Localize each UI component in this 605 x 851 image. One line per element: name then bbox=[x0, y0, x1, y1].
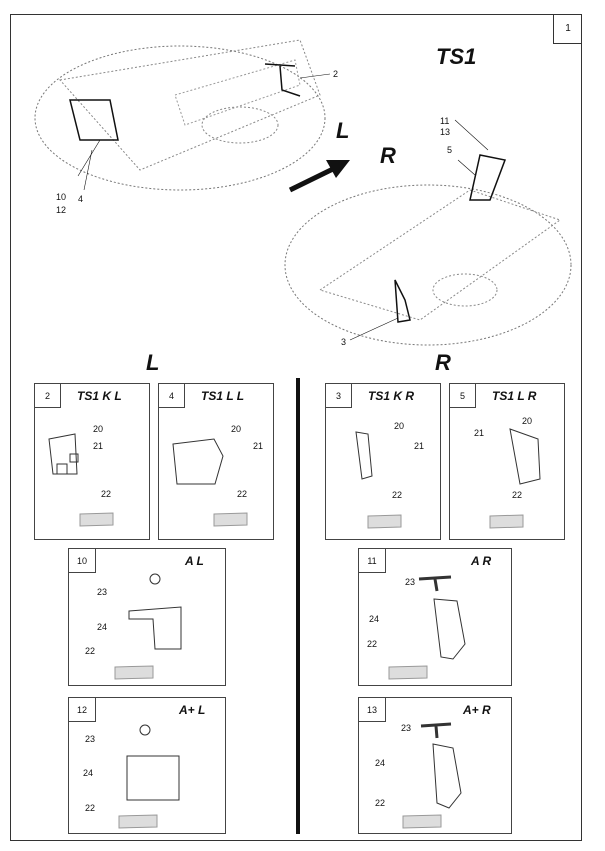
part-label: 22 bbox=[367, 639, 378, 649]
callout: 2 bbox=[333, 69, 339, 79]
callout: 10 bbox=[56, 192, 67, 202]
part-label: 24 bbox=[369, 614, 380, 624]
part-label: 22 bbox=[101, 489, 112, 499]
panel-number: 10 bbox=[69, 549, 96, 573]
callout: 12 bbox=[56, 205, 67, 215]
part-label: 21 bbox=[414, 441, 425, 451]
part-label: 22 bbox=[85, 803, 96, 813]
part-label: 22 bbox=[512, 490, 523, 500]
callout: 11 bbox=[440, 116, 450, 126]
disc-illustrations bbox=[34, 39, 572, 346]
panel-number: 4 bbox=[159, 384, 185, 408]
part-label: 22 bbox=[237, 489, 248, 499]
column-label-left: L bbox=[146, 350, 160, 375]
panel-number: 2 bbox=[35, 384, 61, 408]
page-number: 1 bbox=[553, 14, 582, 44]
column-divider bbox=[296, 378, 300, 834]
panel-title: TS1 K R bbox=[368, 389, 415, 403]
part-label: 22 bbox=[375, 798, 386, 808]
arrow-label-right: R bbox=[380, 143, 396, 168]
arrow-label-left: L bbox=[336, 118, 350, 143]
part-label: 22 bbox=[392, 490, 403, 500]
part-label: 23 bbox=[401, 723, 412, 733]
part-label: 23 bbox=[405, 577, 416, 587]
panel-3: 3 TS1 K R 20 21 22 bbox=[325, 383, 441, 540]
part-label: 20 bbox=[93, 424, 104, 434]
panel-4: 4 TS1 L L 20 21 22 bbox=[158, 383, 274, 540]
panel-number: 12 bbox=[69, 698, 96, 722]
part-label: 24 bbox=[375, 758, 386, 768]
panel-number: 11 bbox=[359, 549, 386, 573]
part-label: 20 bbox=[231, 424, 242, 434]
panel-number: 13 bbox=[359, 698, 386, 722]
panel-10: 10 A L 23 24 22 bbox=[68, 548, 226, 686]
panel-number: 3 bbox=[326, 384, 352, 408]
part-label: 21 bbox=[474, 428, 485, 438]
model-title: TS1 bbox=[436, 44, 477, 69]
panel-2: 2 TS1 K L 20 21 22 bbox=[34, 383, 150, 540]
part-label: 20 bbox=[522, 416, 533, 426]
panel-title: TS1 L L bbox=[201, 389, 245, 403]
panel-title: A R bbox=[471, 554, 492, 568]
panel-11: 11 A R 23 24 22 bbox=[358, 548, 512, 686]
panel-13: 13 A+ R 23 24 22 bbox=[358, 697, 512, 834]
callout: 4 bbox=[78, 194, 84, 204]
part-label: 24 bbox=[83, 768, 94, 778]
panel-number: 5 bbox=[450, 384, 476, 408]
panel-title: TS1 K L bbox=[77, 389, 122, 403]
part-label: 24 bbox=[97, 622, 108, 632]
panel-title: A+ R bbox=[463, 703, 491, 717]
callout: 5 bbox=[447, 145, 453, 155]
part-label: 23 bbox=[97, 587, 108, 597]
callout: 13 bbox=[440, 127, 451, 137]
part-label: 23 bbox=[85, 734, 96, 744]
callout: 3 bbox=[341, 337, 347, 347]
panel-title: A+ L bbox=[179, 703, 206, 717]
panel-title: A L bbox=[185, 554, 204, 568]
part-label: 20 bbox=[394, 421, 405, 431]
part-label: 22 bbox=[85, 646, 96, 656]
part-label: 21 bbox=[93, 441, 104, 451]
panel-5: 5 TS1 L R 20 21 22 bbox=[449, 383, 565, 540]
panel-12: 12 A+ L 23 24 22 bbox=[68, 697, 226, 834]
column-label-right: R bbox=[435, 350, 451, 375]
part-label: 21 bbox=[253, 441, 264, 451]
panel-title: TS1 L R bbox=[492, 389, 537, 403]
page-frame bbox=[10, 14, 582, 841]
